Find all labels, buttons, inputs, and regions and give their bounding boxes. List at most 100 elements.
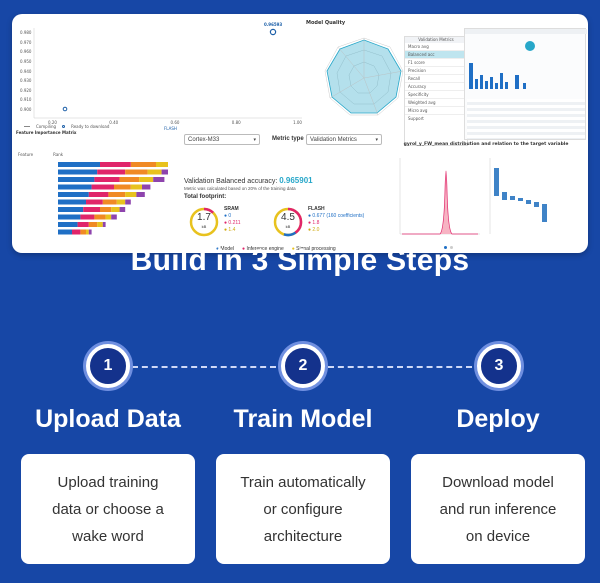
feature-bar-segment [77,222,89,227]
signal-dot: ● [308,227,312,233]
carousel-dot-active[interactable] [444,246,447,249]
step-2-title: Train Model [233,405,373,433]
feature-importance-title: Feature Importance Matrix [16,130,77,135]
y-tick: 0.950 [20,58,32,64]
step-1-description: Upload training data or choose a wake wo… [52,469,164,550]
description-line: Upload training [57,473,159,491]
compiling-swatch [24,126,30,127]
metric-row[interactable]: Weighted avg [405,99,467,107]
metric-row[interactable]: Micro avg [405,107,467,115]
metrics-header: Validation Metrics [405,37,467,43]
metric-note: Metric was calculated based on 20% of th… [184,186,296,191]
x-tick: 0.20 [48,120,57,125]
feature-bar-segment [97,169,126,175]
feature-bar-segment [58,214,81,220]
rank-col-header: Rank [53,152,64,157]
carousel-dot[interactable] [450,246,453,249]
embedded-app-window [464,28,587,140]
feature-bar-segment [102,222,106,227]
app-bar-chart [469,63,526,89]
step-1-card: Upload training data or choose a wake wo… [21,454,195,564]
description-line: wake word [72,527,144,545]
feature-bar-segment [153,177,165,182]
carousel-dots[interactable] [444,246,453,249]
engine-dot: ● [308,220,312,226]
engine-dot: ● [242,246,246,252]
metric-row[interactable]: Precision [405,67,467,75]
metric-row[interactable]: F1 score [405,59,467,67]
metric-row-selected[interactable]: Balanced acc [405,51,467,59]
metric-row[interactable]: Specificity [405,91,467,99]
waterfall-bar [526,200,531,204]
legend-signal: Signal processing [296,246,336,252]
feature-bar-segment [97,222,103,227]
validation-line: Validation Balanced accuracy: 0.965901 [184,176,313,185]
feature-bar-segment [88,229,92,235]
feature-bar-segment [130,184,142,190]
y-tick: 0.910 [20,97,32,103]
device-select-value: Cortex-M33 [188,137,220,143]
metric-type-select[interactable]: Validation Metrics ▾ [306,134,382,145]
sram-signal: 1.4 [228,227,236,233]
y-tick: 0.980 [20,30,32,35]
metric-row[interactable]: Macro avg [405,43,467,51]
x-tick: 0.60 [170,120,180,125]
distribution-title: gyrol_y_FW_mean distribution and relatio… [403,142,569,147]
chevron-down-icon: ▾ [375,137,378,143]
footprint-label: Total footprint: [184,194,227,200]
step-3-title: Deploy [456,405,540,433]
y-tick: 0.960 [20,49,32,55]
feature-bar-segment [161,169,168,175]
x-tick: 0.40 [109,120,119,125]
validation-label: Validation Balanced accuracy: [184,178,278,185]
y-tick: 0.970 [20,39,32,45]
feature-bar-segment [91,184,114,190]
sram-engine: 0.211 [228,220,241,226]
feature-bar-segment [136,192,145,197]
step-connector [328,366,472,368]
x-axis-label: FLASH [164,126,177,131]
scatter-plot: 0.96593 0.980 0.970 0.960 0.950 0.940 0.… [18,22,306,130]
signal-dot: ● [224,227,228,233]
flash-model: 0.677 (160 coefficients) [312,213,365,219]
legend-model: Model [220,246,235,252]
feature-bar-segment [72,229,81,235]
waterfall-bar [534,202,539,207]
flash-signal: 2.0 [312,227,320,233]
step-1-title: Upload Data [35,405,181,433]
feature-bar-segment [58,222,78,227]
step-3-card: Download model and run inference on devi… [411,454,585,564]
metric-row[interactable]: Recall [405,75,467,83]
density-curve [402,170,478,235]
app-titlebar [465,29,587,34]
footprint-legend: ● Model ● Inference engine ● Signal proc… [216,246,336,252]
feature-table-header: Feature Rank [18,152,63,157]
y-tick: 0.900 [20,107,32,112]
feature-bar-segment [100,207,112,212]
step-2-card: Train automatically or configure archite… [216,454,390,564]
metric-row[interactable]: Accuracy [405,83,467,91]
feature-bars [58,162,168,235]
step-2-badge: 2 [281,344,325,388]
ready-swatch [62,125,66,128]
metric-row[interactable]: Support [408,116,424,121]
sram-label: SRAM [224,206,239,212]
scatter-point[interactable] [62,106,68,112]
description-line: data or choose a [52,500,164,518]
description-line: and run inference [439,500,557,518]
metrics-table: Validation Metrics Macro avg Balanced ac… [404,36,468,146]
scatter-legend: Compiling Ready to download [24,124,109,129]
step-2-description: Train automatically or configure archite… [240,469,365,550]
y-tick: 0.940 [20,68,32,74]
flash-engine: 1.8 [312,220,320,226]
feature-bar-segment [102,199,117,205]
y-tick: 0.920 [20,87,32,93]
headline: Build in 3 Simple Steps [130,244,470,277]
model-quality-title: Model Quality [306,20,346,26]
feature-bar-segment [86,229,89,235]
sram-unit: kB [201,224,207,229]
description-line: Download model [442,473,554,491]
scatter-point-best[interactable] [269,28,277,36]
waterfall-bar [510,196,515,200]
device-select[interactable]: Cortex-M33 ▾ [184,134,260,145]
